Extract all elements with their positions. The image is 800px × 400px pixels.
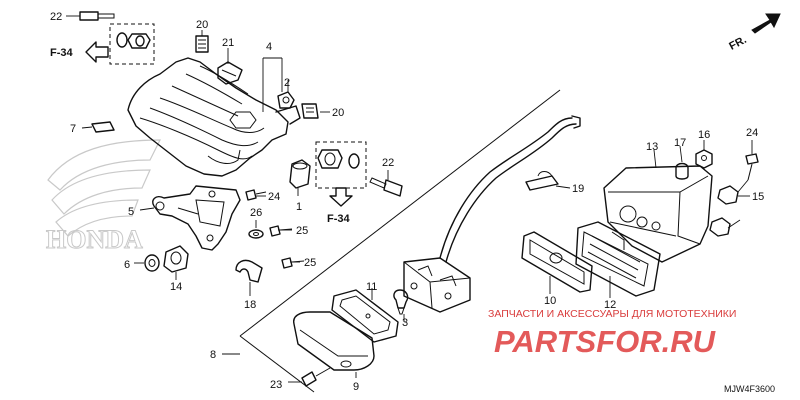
front-direction-indicator: FR. (727, 13, 781, 53)
part-22-bolt-mid (369, 177, 403, 197)
callout-4: 4 (266, 41, 272, 53)
site-watermark: ЗАПЧАСТИ И АКСЕССУАРЫ ДЛЯ МОТОТЕХНИКИ PA… (488, 308, 736, 359)
ref-f34-top: F-34 (50, 41, 109, 63)
tail-light-housing (127, 57, 301, 177)
part-22-bolt-top (66, 11, 115, 21)
part-24-screw-right (745, 153, 759, 181)
callout-10: 10 (544, 295, 556, 307)
dashed-group-top (109, 23, 155, 65)
callout-15: 15 (752, 191, 764, 203)
ref-arrow-down-icon (329, 187, 353, 207)
callout-12: 12 (604, 299, 616, 311)
part-18-clamp (235, 259, 263, 283)
part-15-grommet-upper (717, 185, 739, 205)
callout-24-left: 24 (268, 191, 280, 203)
ref-f34-mid: F-34 (327, 187, 353, 225)
part-13-lens-box (603, 165, 713, 263)
part-25-screw-lower (281, 257, 305, 269)
part-7-pad (91, 121, 115, 133)
callout-14: 14 (170, 281, 182, 293)
part-20-clip-right (301, 103, 319, 119)
part-14-grommet (163, 245, 189, 273)
wire-harness (439, 115, 581, 263)
callout-19: 19 (572, 183, 584, 195)
callout-25-upper: 25 (296, 225, 308, 237)
part-25-screw-upper (269, 225, 293, 237)
grommet-top (116, 32, 151, 49)
grommet-mid (317, 149, 360, 169)
callout-6: 6 (124, 259, 130, 271)
part-2-grommet (277, 91, 295, 109)
callout-8: 8 (210, 349, 216, 361)
ref-label-top: F-34 (50, 47, 74, 59)
callout-3: 3 (402, 317, 408, 329)
callout-24-right: 24 (746, 127, 758, 139)
callout-9: 9 (353, 381, 359, 393)
callout-23: 23 (270, 379, 282, 391)
part-20-clip-top (195, 35, 209, 53)
callout-2: 2 (284, 77, 290, 89)
part-5-bracket (152, 185, 241, 251)
part-6-collar (144, 254, 160, 272)
callout-22-top: 22 (50, 11, 62, 23)
ref-arrow-left-icon (85, 41, 109, 63)
honda-logo-text: HONDA (46, 225, 143, 254)
callout-20-top: 20 (196, 19, 208, 31)
callout-22-mid: 22 (382, 157, 394, 169)
watermark-tagline: ЗАПЧАСТИ И АКСЕССУАРЫ ДЛЯ МОТОТЕХНИКИ (488, 308, 736, 320)
callout-labels: 1 2 3 4 5 6 7 8 9 10 11 12 13 14 15 16 1… (50, 11, 764, 393)
callout-17: 17 (674, 137, 686, 149)
callout-18: 18 (244, 299, 256, 311)
watermark-site: PARTSFOR.RU (494, 324, 717, 359)
honda-logo-watermark: HONDA (46, 139, 161, 255)
part-3-bulb (393, 289, 409, 315)
part-15-grommet-lower (709, 217, 731, 237)
callout-16: 16 (698, 129, 710, 141)
callout-1: 1 (296, 201, 302, 213)
part-24-screw-left (245, 189, 267, 201)
diagram-code: MJW4F3600 (724, 384, 775, 394)
callout-25-lower: 25 (304, 257, 316, 269)
part-9-license-lens (293, 311, 375, 371)
part-19-cable-band (525, 171, 559, 191)
callout-26: 26 (250, 207, 262, 219)
harness-socket-block (403, 257, 471, 313)
part-1-cushion (289, 159, 311, 189)
part-16-nut (695, 149, 713, 169)
callout-5: 5 (128, 206, 134, 218)
leader-lines (81, 30, 753, 383)
front-arrow-icon (751, 13, 781, 34)
front-label: FR. (727, 34, 748, 53)
ref-label-mid: F-34 (327, 213, 351, 225)
part-10-base-plate (521, 231, 593, 293)
license-light-assembly-outline (239, 89, 561, 393)
part-17-collar (675, 162, 689, 180)
part-26-washer (248, 229, 264, 239)
callout-21: 21 (222, 37, 234, 49)
part-23-screw (301, 367, 331, 387)
callout-7: 7 (70, 123, 76, 135)
callout-20-right: 20 (332, 107, 344, 119)
callout-13: 13 (646, 141, 658, 153)
part-11-gasket (331, 289, 399, 343)
part-12-reflector (575, 221, 661, 297)
part-21-socket (217, 61, 243, 85)
callout-11: 11 (366, 281, 377, 293)
